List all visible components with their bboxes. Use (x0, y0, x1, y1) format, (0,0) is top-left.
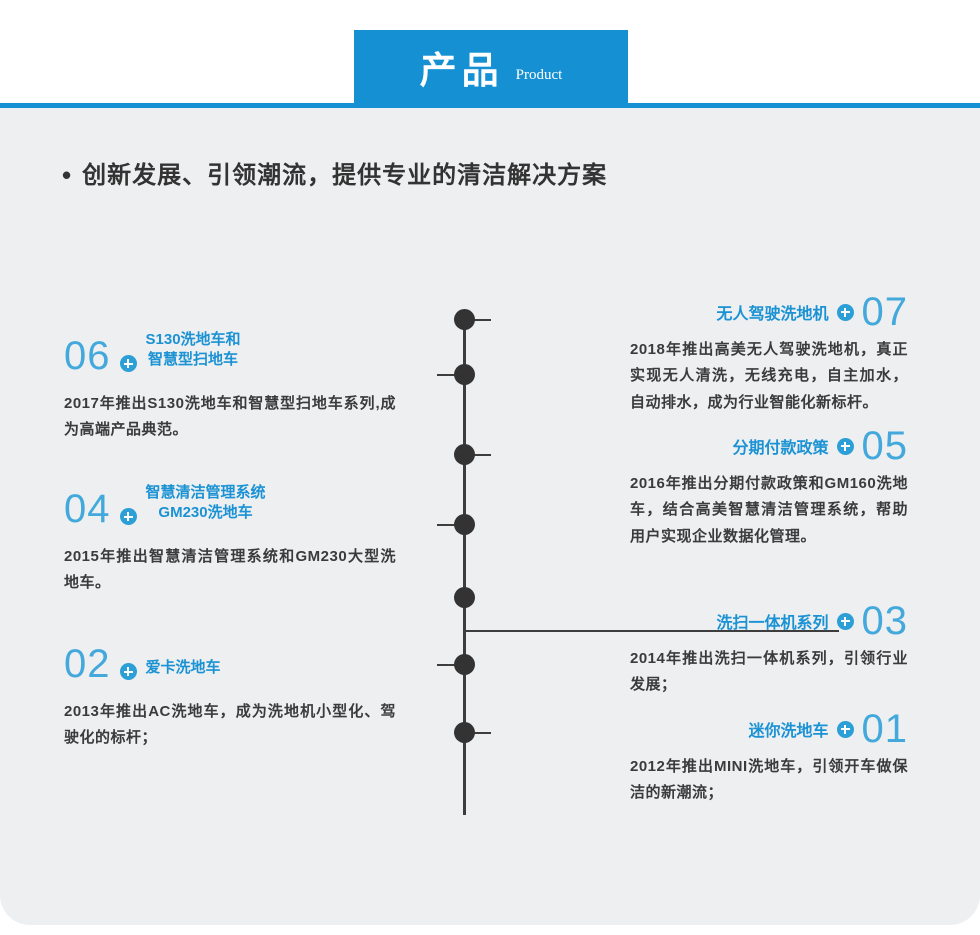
timeline-connector-long (465, 630, 839, 632)
plus-icon (836, 303, 854, 321)
item-number: 03 (861, 599, 908, 643)
item-description: 2018年推出高美无人驾驶洗地机，真正实现无人清洗，无线充电，自主加水，自动排水… (630, 341, 908, 411)
item-header: 迷你洗地车 01 (630, 708, 908, 750)
timeline-item-06: 06 S130洗地车和 智慧型扫地车 2017年推出S130洗地车和智慧型扫地车… (64, 330, 399, 444)
plus-icon (836, 437, 854, 455)
plus-icon (119, 663, 137, 680)
item-header: 分期付款政策 05 (630, 425, 908, 467)
item-number: 05 (861, 424, 908, 468)
timeline-dot (454, 444, 475, 465)
item-description: 2013年推出AC洗地车，成为洗地机小型化、驾驶化的标杆； (64, 703, 396, 747)
section-header-tab: 产品 Product (354, 30, 628, 104)
item-label: 爱卡洗地车 (145, 658, 221, 676)
timeline-item-02: 02 爱卡洗地车 2013年推出AC洗地车，成为洗地机小型化、驾驶化的标杆； (64, 643, 399, 752)
timeline-item-01: 迷你洗地车 01 2012年推出MINI洗地车，引领开车做保洁的新潮流； (630, 708, 908, 807)
item-header: 04 智慧清洁管理系统 GM230洗地车 (64, 483, 399, 530)
content-panel (0, 108, 980, 925)
item-label: 洗扫一体机系列 (716, 615, 829, 632)
timeline-connector (437, 524, 463, 526)
item-number: 07 (861, 290, 908, 334)
timeline-dot (454, 514, 475, 535)
timeline-item-07: 无人驾驶洗地机 07 2018年推出高美无人驾驶洗地机，真正实现无人清洗，无线充… (630, 291, 908, 416)
heading-text: 创新发展、引领潮流，提供专业的清洁解决方案 (82, 162, 608, 189)
timeline-item-05: 分期付款政策 05 2016年推出分期付款政策和GM160洗地车，结合高美智慧清… (630, 425, 908, 550)
heading-bullet: • (62, 160, 73, 190)
plus-icon (836, 612, 854, 630)
item-description: 2015年推出智慧清洁管理系统和GM230大型洗地车。 (64, 548, 396, 592)
item-header: 02 爱卡洗地车 (64, 643, 399, 685)
item-label: 分期付款政策 (732, 440, 829, 457)
timeline-connector (465, 319, 491, 321)
item-label: 智慧清洁管理系统 GM230洗地车 (145, 484, 266, 521)
page-heading: • 创新发展、引领潮流，提供专业的清洁解决方案 (62, 155, 607, 191)
item-number: 01 (861, 707, 908, 751)
timeline-dot (454, 587, 475, 608)
item-header: 洗扫一体机系列 03 (630, 600, 908, 642)
item-label: 迷你洗地车 (748, 723, 829, 740)
plus-icon (119, 355, 137, 372)
timeline-dot (454, 722, 475, 743)
timeline-item-04: 04 智慧清洁管理系统 GM230洗地车 2015年推出智慧清洁管理系统和GM2… (64, 483, 399, 597)
timeline-connector (437, 664, 463, 666)
item-description: 2012年推出MINI洗地车，引领开车做保洁的新潮流； (630, 758, 908, 802)
plus-icon (119, 508, 137, 525)
plus-icon (836, 720, 854, 738)
item-number: 02 (64, 642, 111, 686)
item-description: 2014年推出洗扫一体机系列，引领行业发展； (630, 650, 908, 694)
timeline-dot (454, 364, 475, 385)
timeline-connector (465, 732, 491, 734)
timeline-axis (463, 318, 466, 815)
header-divider (0, 103, 980, 108)
timeline-connector (437, 374, 463, 376)
item-label: S130洗地车和 智慧型扫地车 (145, 331, 241, 368)
timeline-item-03: 洗扫一体机系列 03 2014年推出洗扫一体机系列，引领行业发展； (630, 600, 908, 699)
item-number: 04 (64, 487, 111, 531)
item-header: 06 S130洗地车和 智慧型扫地车 (64, 330, 399, 377)
timeline-connector (465, 454, 491, 456)
item-description: 2017年推出S130洗地车和智慧型扫地车系列,成为高端产品典范。 (64, 395, 396, 439)
timeline-dot (454, 309, 475, 330)
item-header: 无人驾驶洗地机 07 (630, 291, 908, 333)
section-subtitle: Product (515, 66, 563, 83)
timeline-dot (454, 654, 475, 675)
item-number: 06 (64, 334, 111, 378)
item-label: 无人驾驶洗地机 (716, 306, 829, 323)
section-title: 产品 (419, 50, 504, 91)
item-description: 2016年推出分期付款政策和GM160洗地车，结合高美智慧清洁管理系统，帮助用户… (630, 475, 908, 545)
